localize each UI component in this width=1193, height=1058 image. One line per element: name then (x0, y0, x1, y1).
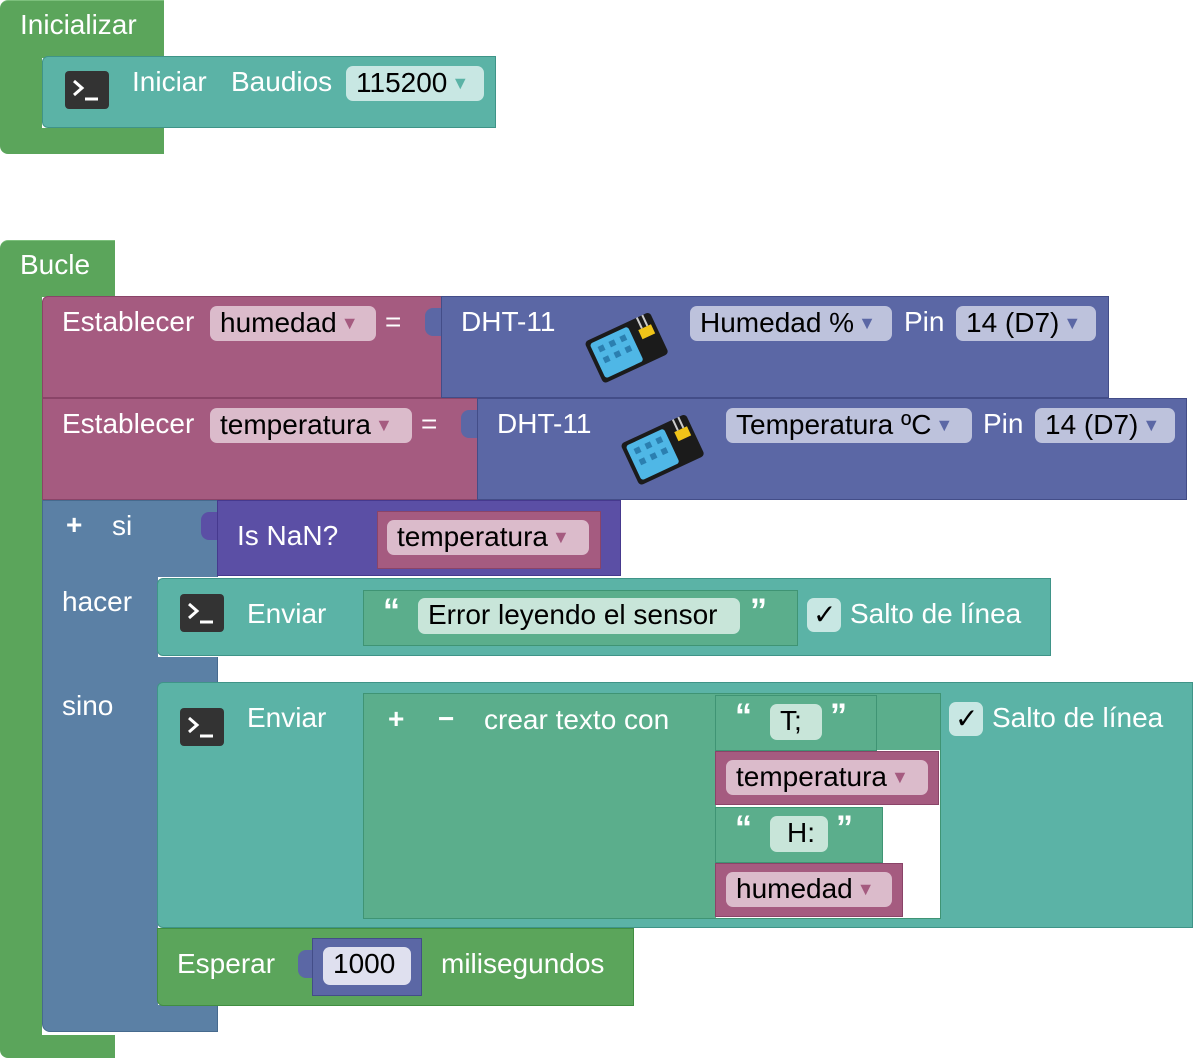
dht-humidity-label: DHT-11 (461, 306, 556, 337)
humidity-mode-value: Humedad % (700, 307, 855, 338)
humidity-pin-dropdown[interactable]: 14 (D7)▼ (956, 306, 1096, 341)
terminal-icon (65, 71, 109, 109)
dropdown-arrow-icon: ▼ (858, 313, 876, 333)
error-text-field[interactable]: Error leyendo el sensor (418, 598, 740, 634)
h-text-field[interactable]: H: (770, 816, 828, 852)
wait-label: Esperar (177, 948, 276, 979)
temperature-var-dropdown[interactable]: temperatura▼ (210, 408, 412, 443)
dropdown-arrow-icon: ▼ (451, 73, 470, 93)
humedad-var-dropdown[interactable]: humedad▼ (726, 872, 892, 907)
temperature-pin-dropdown[interactable]: 14 (D7)▼ (1035, 408, 1175, 443)
dropdown-arrow-icon: ▼ (1142, 415, 1161, 435)
temperatura-var-dropdown[interactable]: temperatura▼ (726, 760, 928, 795)
dht11-sensor-icon (614, 408, 714, 488)
dropdown-arrow-icon: ▼ (890, 767, 909, 787)
humidity-mode-dropdown[interactable]: Humedad %▼ (690, 306, 892, 341)
dht-temperature-label: DHT-11 (497, 408, 592, 439)
temperature-mode-dropdown[interactable]: Temperatura ºC▼ (726, 408, 972, 443)
humidity-pin-label: Pin (904, 306, 945, 337)
baud-dropdown[interactable]: 115200▼ (346, 66, 484, 101)
terminal-icon (180, 594, 224, 632)
loop-title: Bucle (20, 249, 91, 280)
temperature-pin-value: 14 (D7) (1045, 409, 1139, 440)
wait-number-field[interactable]: 1000 (323, 947, 411, 985)
open-quote-icon: “ (735, 697, 752, 735)
close-quote-icon: ” (750, 592, 767, 630)
t-text-field[interactable]: T; (770, 704, 822, 740)
newline-label: Salto de línea (850, 598, 1022, 629)
baud-label: Baudios (231, 66, 333, 97)
serial-begin-label: Iniciar (132, 66, 207, 97)
isnan-label: Is NaN? (237, 520, 339, 551)
init-title: Inicializar (20, 9, 137, 40)
temperature-mode-value: Temperatura ºC (736, 409, 932, 440)
humedad-var-name: humedad (736, 873, 853, 904)
t-text-value: T; (780, 705, 802, 736)
error-text-value: Error leyendo el sensor (428, 599, 718, 630)
join-plus-button[interactable]: + (388, 703, 405, 734)
equals-sign: = (421, 408, 438, 439)
equals-sign: = (385, 306, 402, 337)
temperatura-var-name: temperatura (736, 761, 887, 792)
dht11-sensor-icon (578, 306, 678, 386)
wait-unit-label: milisegundos (441, 948, 605, 979)
dropdown-arrow-icon: ▼ (374, 415, 393, 435)
terminal-icon (180, 708, 224, 746)
open-quote-icon: “ (735, 809, 752, 847)
dropdown-arrow-icon: ▼ (856, 879, 875, 899)
dropdown-arrow-icon: ▼ (1063, 313, 1082, 333)
h-text-value: H: (787, 817, 815, 848)
do-label: hacer (62, 586, 133, 617)
isnan-var-name: temperatura (397, 521, 548, 552)
puzzle-connector-icon (461, 410, 477, 438)
close-quote-icon: ” (830, 697, 847, 735)
isnan-var-dropdown[interactable]: temperatura▼ (387, 520, 589, 555)
join-label: crear texto con (484, 704, 670, 735)
else-label: sino (62, 690, 114, 721)
dropdown-arrow-icon: ▼ (551, 527, 570, 547)
temperature-pin-label: Pin (983, 408, 1024, 439)
humidity-pin-value: 14 (D7) (966, 307, 1060, 338)
set-humidity-label: Establecer (62, 306, 195, 337)
puzzle-connector-icon (201, 512, 217, 540)
join-minus-button[interactable]: − (438, 703, 455, 734)
temperature-var-name: temperatura (220, 409, 371, 440)
newline-checkbox[interactable]: ✓ (949, 702, 983, 736)
humidity-var-dropdown[interactable]: humedad▼ (210, 306, 376, 341)
send-label: Enviar (247, 702, 327, 733)
newline-checkbox[interactable]: ✓ (807, 598, 841, 632)
if-label: si (112, 510, 133, 541)
open-quote-icon: “ (383, 592, 400, 630)
if-mutator-plus[interactable]: + (66, 509, 83, 540)
dropdown-arrow-icon: ▼ (340, 313, 359, 333)
dropdown-arrow-icon: ▼ (935, 415, 954, 435)
set-temperature-label: Establecer (62, 408, 195, 439)
checkbox-icon: ✓ (955, 703, 979, 734)
checkbox-icon: ✓ (813, 599, 837, 630)
wait-number-value: 1000 (333, 948, 396, 979)
send-label: Enviar (247, 598, 327, 629)
baud-value: 115200 (356, 67, 448, 98)
humidity-var-name: humedad (220, 307, 337, 338)
newline-label: Salto de línea (992, 702, 1164, 733)
puzzle-connector-icon (425, 308, 441, 336)
puzzle-connector-icon (298, 950, 312, 978)
close-quote-icon: ” (836, 809, 853, 847)
